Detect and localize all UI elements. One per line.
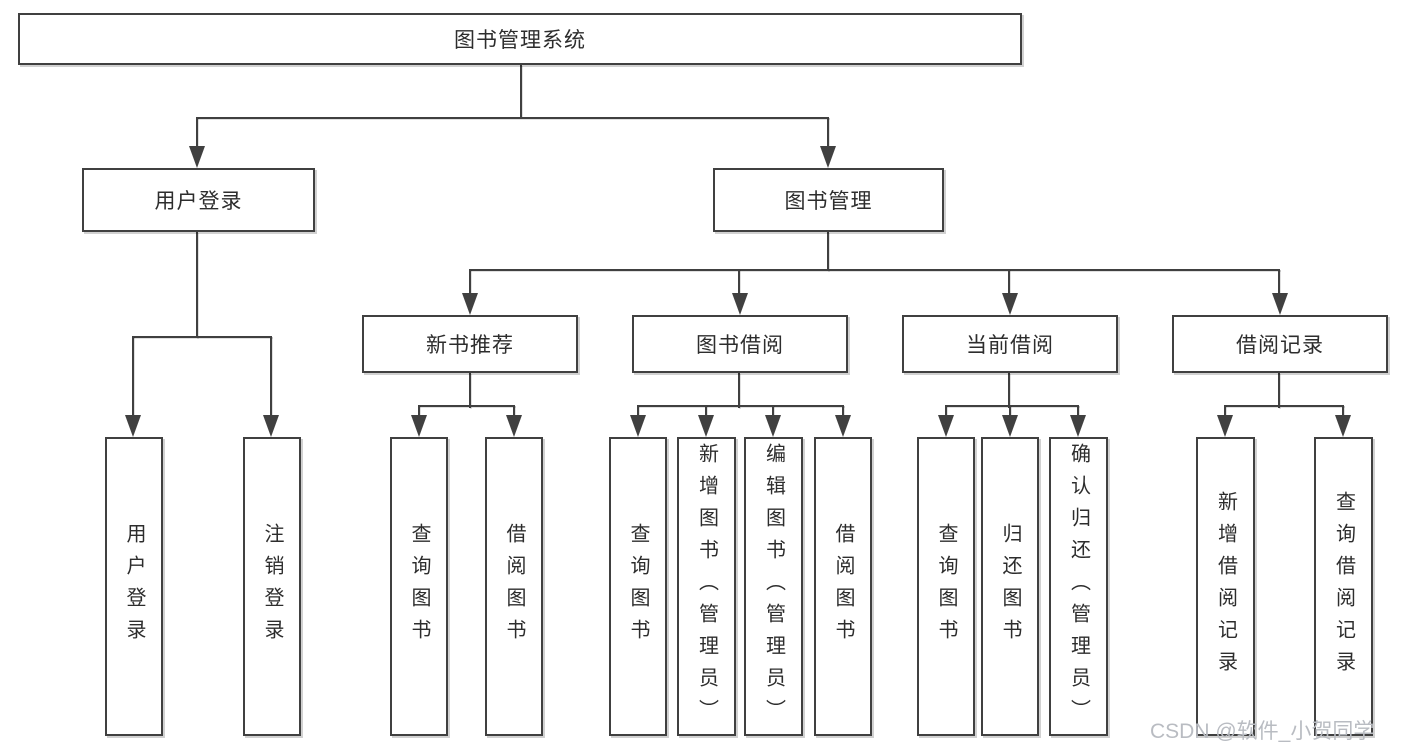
connector-current-borrow-down	[1008, 373, 1010, 408]
node-user-login: 用户登录	[82, 168, 315, 232]
connector-user-login-down	[196, 232, 198, 338]
connector-leaf-stub	[1278, 269, 1280, 295]
leaf-logout: 注销登录	[243, 437, 301, 736]
connector-leaf-stub	[418, 405, 420, 417]
connector-leaf-stub	[945, 405, 947, 417]
arrow-down-icon	[698, 415, 714, 437]
node-label: 新书推荐	[426, 334, 514, 357]
leaf-current-confirm-return-admin: 确认归还（管理员）	[1049, 437, 1108, 736]
node-label: 查询图书	[408, 522, 430, 651]
connector-leaf-stub	[1008, 269, 1010, 295]
leaf-borrow-borrow-book: 借阅图书	[814, 437, 872, 736]
connector-leaf-stub	[469, 269, 471, 295]
node-label: 借阅记录	[1236, 334, 1324, 357]
connector-current-borrow-split	[945, 405, 1079, 407]
node-book-borrow: 图书借阅	[632, 315, 848, 373]
arrow-down-icon	[835, 415, 851, 437]
leaf-recommend-borrow-book: 借阅图书	[485, 437, 543, 736]
connector-leaf-stub	[132, 336, 134, 417]
node-label: 借阅图书	[832, 522, 854, 651]
node-label: 借阅图书	[503, 522, 525, 651]
leaf-current-query-book: 查询图书	[917, 437, 975, 736]
arrow-down-icon	[732, 293, 748, 315]
leaf-current-return-book: 归还图书	[981, 437, 1039, 736]
node-label: 用户登录	[154, 190, 243, 213]
connector-book-mgmt-down	[827, 232, 829, 271]
connector-level2-split	[197, 117, 829, 119]
connector-book-borrow-split	[637, 405, 844, 407]
connector-book-mgmt-stub	[827, 117, 829, 148]
arrow-down-icon	[1272, 293, 1288, 315]
node-label: 图书管理	[784, 190, 873, 213]
leaf-borrow-edit-book-admin: 编辑图书（管理员）	[744, 437, 803, 736]
connector-leaf-stub	[637, 405, 639, 417]
connector-leaf-stub	[772, 405, 774, 417]
arrow-down-icon	[1335, 415, 1351, 437]
arrow-down-icon	[411, 415, 427, 437]
node-label: 当前借阅	[966, 334, 1054, 357]
arrow-down-icon	[938, 415, 954, 437]
node-label: 用户登录	[123, 522, 145, 651]
connector-user-login-split	[132, 336, 272, 338]
connector-borrow-records-down	[1278, 373, 1280, 408]
connector-user-login-stub	[196, 117, 198, 148]
node-label: 查询图书	[627, 522, 649, 651]
node-label: 查询图书	[935, 522, 957, 651]
node-library-system: 图书管理系统	[18, 13, 1022, 65]
arrow-down-icon	[506, 415, 522, 437]
node-label: 注销登录	[261, 522, 283, 651]
connector-leaf-stub	[1224, 405, 1226, 417]
connector-level3-split	[469, 269, 1280, 271]
node-label: 归还图书	[999, 522, 1021, 651]
node-label: 新增借阅记录	[1214, 490, 1237, 683]
node-label: 图书管理系统	[454, 29, 586, 52]
arrow-down-icon	[630, 415, 646, 437]
leaf-borrow-query-book: 查询图书	[609, 437, 667, 736]
connector-leaf-stub	[738, 269, 740, 295]
node-book-management: 图书管理	[713, 168, 944, 232]
leaf-records-add-record: 新增借阅记录	[1196, 437, 1255, 736]
arrow-down-icon	[189, 146, 205, 168]
arrow-down-icon	[1002, 293, 1018, 315]
leaf-records-query-record: 查询借阅记录	[1314, 437, 1373, 736]
leaf-recommend-query-book: 查询图书	[390, 437, 448, 736]
arrow-down-icon	[462, 293, 478, 315]
watermark: CSDN @软件_小贺同学	[1150, 720, 1375, 743]
connector-leaf-stub	[1342, 405, 1344, 417]
arrow-down-icon	[1002, 415, 1018, 437]
leaf-user-login: 用户登录	[105, 437, 163, 736]
arrow-down-icon	[765, 415, 781, 437]
node-label: 查询借阅记录	[1332, 490, 1355, 683]
connector-new-book-split	[418, 405, 515, 407]
arrow-down-icon	[263, 415, 279, 437]
leaf-borrow-add-book-admin: 新增图书（管理员）	[677, 437, 736, 736]
node-label: 编辑图书（管理员）	[762, 442, 785, 731]
connector-leaf-stub	[842, 405, 844, 417]
node-label: 新增图书（管理员）	[695, 442, 718, 731]
arrow-down-icon	[820, 146, 836, 168]
connector-leaf-stub	[513, 405, 515, 417]
arrow-down-icon	[125, 415, 141, 437]
node-current-borrow: 当前借阅	[902, 315, 1118, 373]
arrow-down-icon	[1070, 415, 1086, 437]
connector-book-borrow-down	[738, 373, 740, 408]
node-label: 图书借阅	[696, 334, 784, 357]
connector-new-book-down	[469, 373, 471, 408]
node-new-book-recommend: 新书推荐	[362, 315, 578, 373]
connector-leaf-stub	[1009, 405, 1011, 417]
connector-leaf-stub	[270, 336, 272, 417]
node-label: 确认归还（管理员）	[1067, 442, 1090, 731]
connector-root-down	[520, 65, 522, 118]
connector-borrow-records-split	[1224, 405, 1344, 407]
arrow-down-icon	[1217, 415, 1233, 437]
connector-leaf-stub	[705, 405, 707, 417]
connector-leaf-stub	[1077, 405, 1079, 417]
node-borrow-records: 借阅记录	[1172, 315, 1388, 373]
